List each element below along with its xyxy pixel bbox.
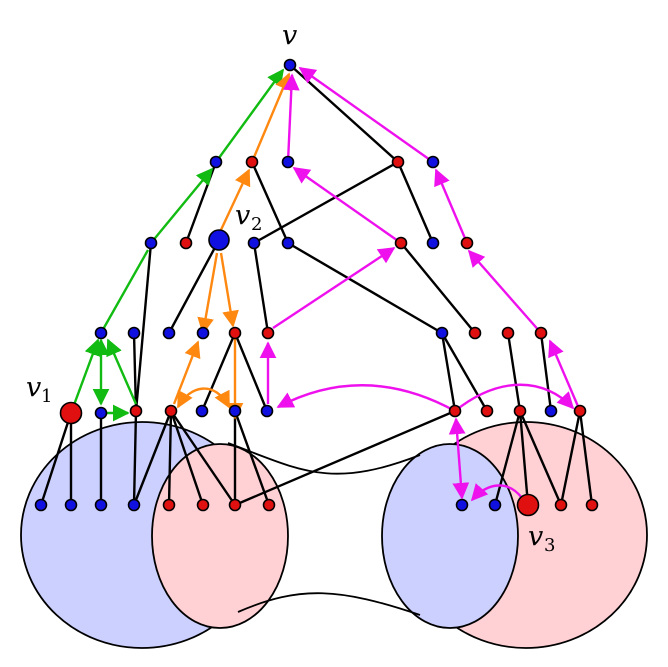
node-v3	[516, 493, 540, 517]
node-v1	[59, 401, 83, 425]
node-l3-5	[228, 326, 242, 340]
right-blue-region	[381, 443, 519, 629]
node-l2-6	[394, 236, 408, 250]
node-l2-1	[144, 236, 158, 250]
connector-bottom-curve	[237, 592, 421, 616]
label-v2-subscript: 2	[251, 214, 262, 235]
label-v3-subscript: 3	[544, 535, 555, 556]
label-v1: v	[26, 372, 41, 403]
node-l5-4	[127, 498, 141, 512]
node-l5-1	[34, 498, 48, 512]
node-l2-2	[179, 236, 193, 250]
node-l4-8	[448, 404, 462, 418]
node-l1-1	[209, 155, 223, 169]
node-l4-2	[94, 406, 108, 420]
node-l4-3	[129, 404, 143, 418]
connector-top-curve	[227, 442, 421, 475]
node-l4-7	[260, 404, 274, 418]
right-cluster	[381, 421, 648, 649]
node-l5-2	[64, 498, 78, 512]
orange-path	[172, 72, 291, 420]
node-l2-7	[426, 236, 440, 250]
node-l5-8	[262, 498, 276, 512]
nodes	[34, 58, 599, 517]
node-l2-5	[281, 236, 295, 250]
node-v	[283, 58, 297, 72]
node-v2	[208, 229, 230, 251]
node-l5-7	[228, 498, 242, 512]
label-v2: v	[235, 200, 250, 231]
node-l3-10	[534, 326, 548, 340]
node-l4-11	[544, 404, 558, 418]
node-l1-4	[391, 155, 405, 169]
node-l5-10	[488, 498, 502, 512]
node-l4-12	[573, 404, 587, 418]
magenta-path	[259, 67, 582, 502]
node-l5-13	[585, 498, 599, 512]
node-l4-9	[480, 404, 494, 418]
node-l3-8	[468, 326, 482, 340]
label-v3: v	[528, 521, 543, 552]
node-l3-9	[501, 326, 515, 340]
node-l4-4	[164, 404, 178, 418]
node-l4-5	[195, 404, 209, 418]
node-l4-10	[513, 404, 527, 418]
node-l2-4	[247, 236, 261, 250]
node-l1-5	[426, 155, 440, 169]
node-l1-2	[245, 155, 259, 169]
node-l5-3	[94, 498, 108, 512]
node-l3-1	[94, 326, 108, 340]
node-l3-2	[127, 326, 141, 340]
node-l5-5	[162, 498, 176, 512]
left-cluster	[20, 421, 289, 649]
node-l3-7	[435, 326, 449, 340]
label-v1-subscript: 1	[41, 386, 52, 407]
node-l1-3	[281, 155, 295, 169]
label-v: v	[282, 20, 297, 51]
node-l3-4	[196, 326, 210, 340]
left-red-region	[151, 443, 289, 629]
node-l5-9	[455, 498, 469, 512]
green-path	[69, 68, 284, 422]
node-l5-6	[196, 498, 210, 512]
node-l2-8	[460, 236, 474, 250]
node-l3-6	[261, 326, 275, 340]
node-l3-3	[162, 326, 176, 340]
node-l4-6	[228, 404, 242, 418]
node-l5-12	[554, 498, 568, 512]
